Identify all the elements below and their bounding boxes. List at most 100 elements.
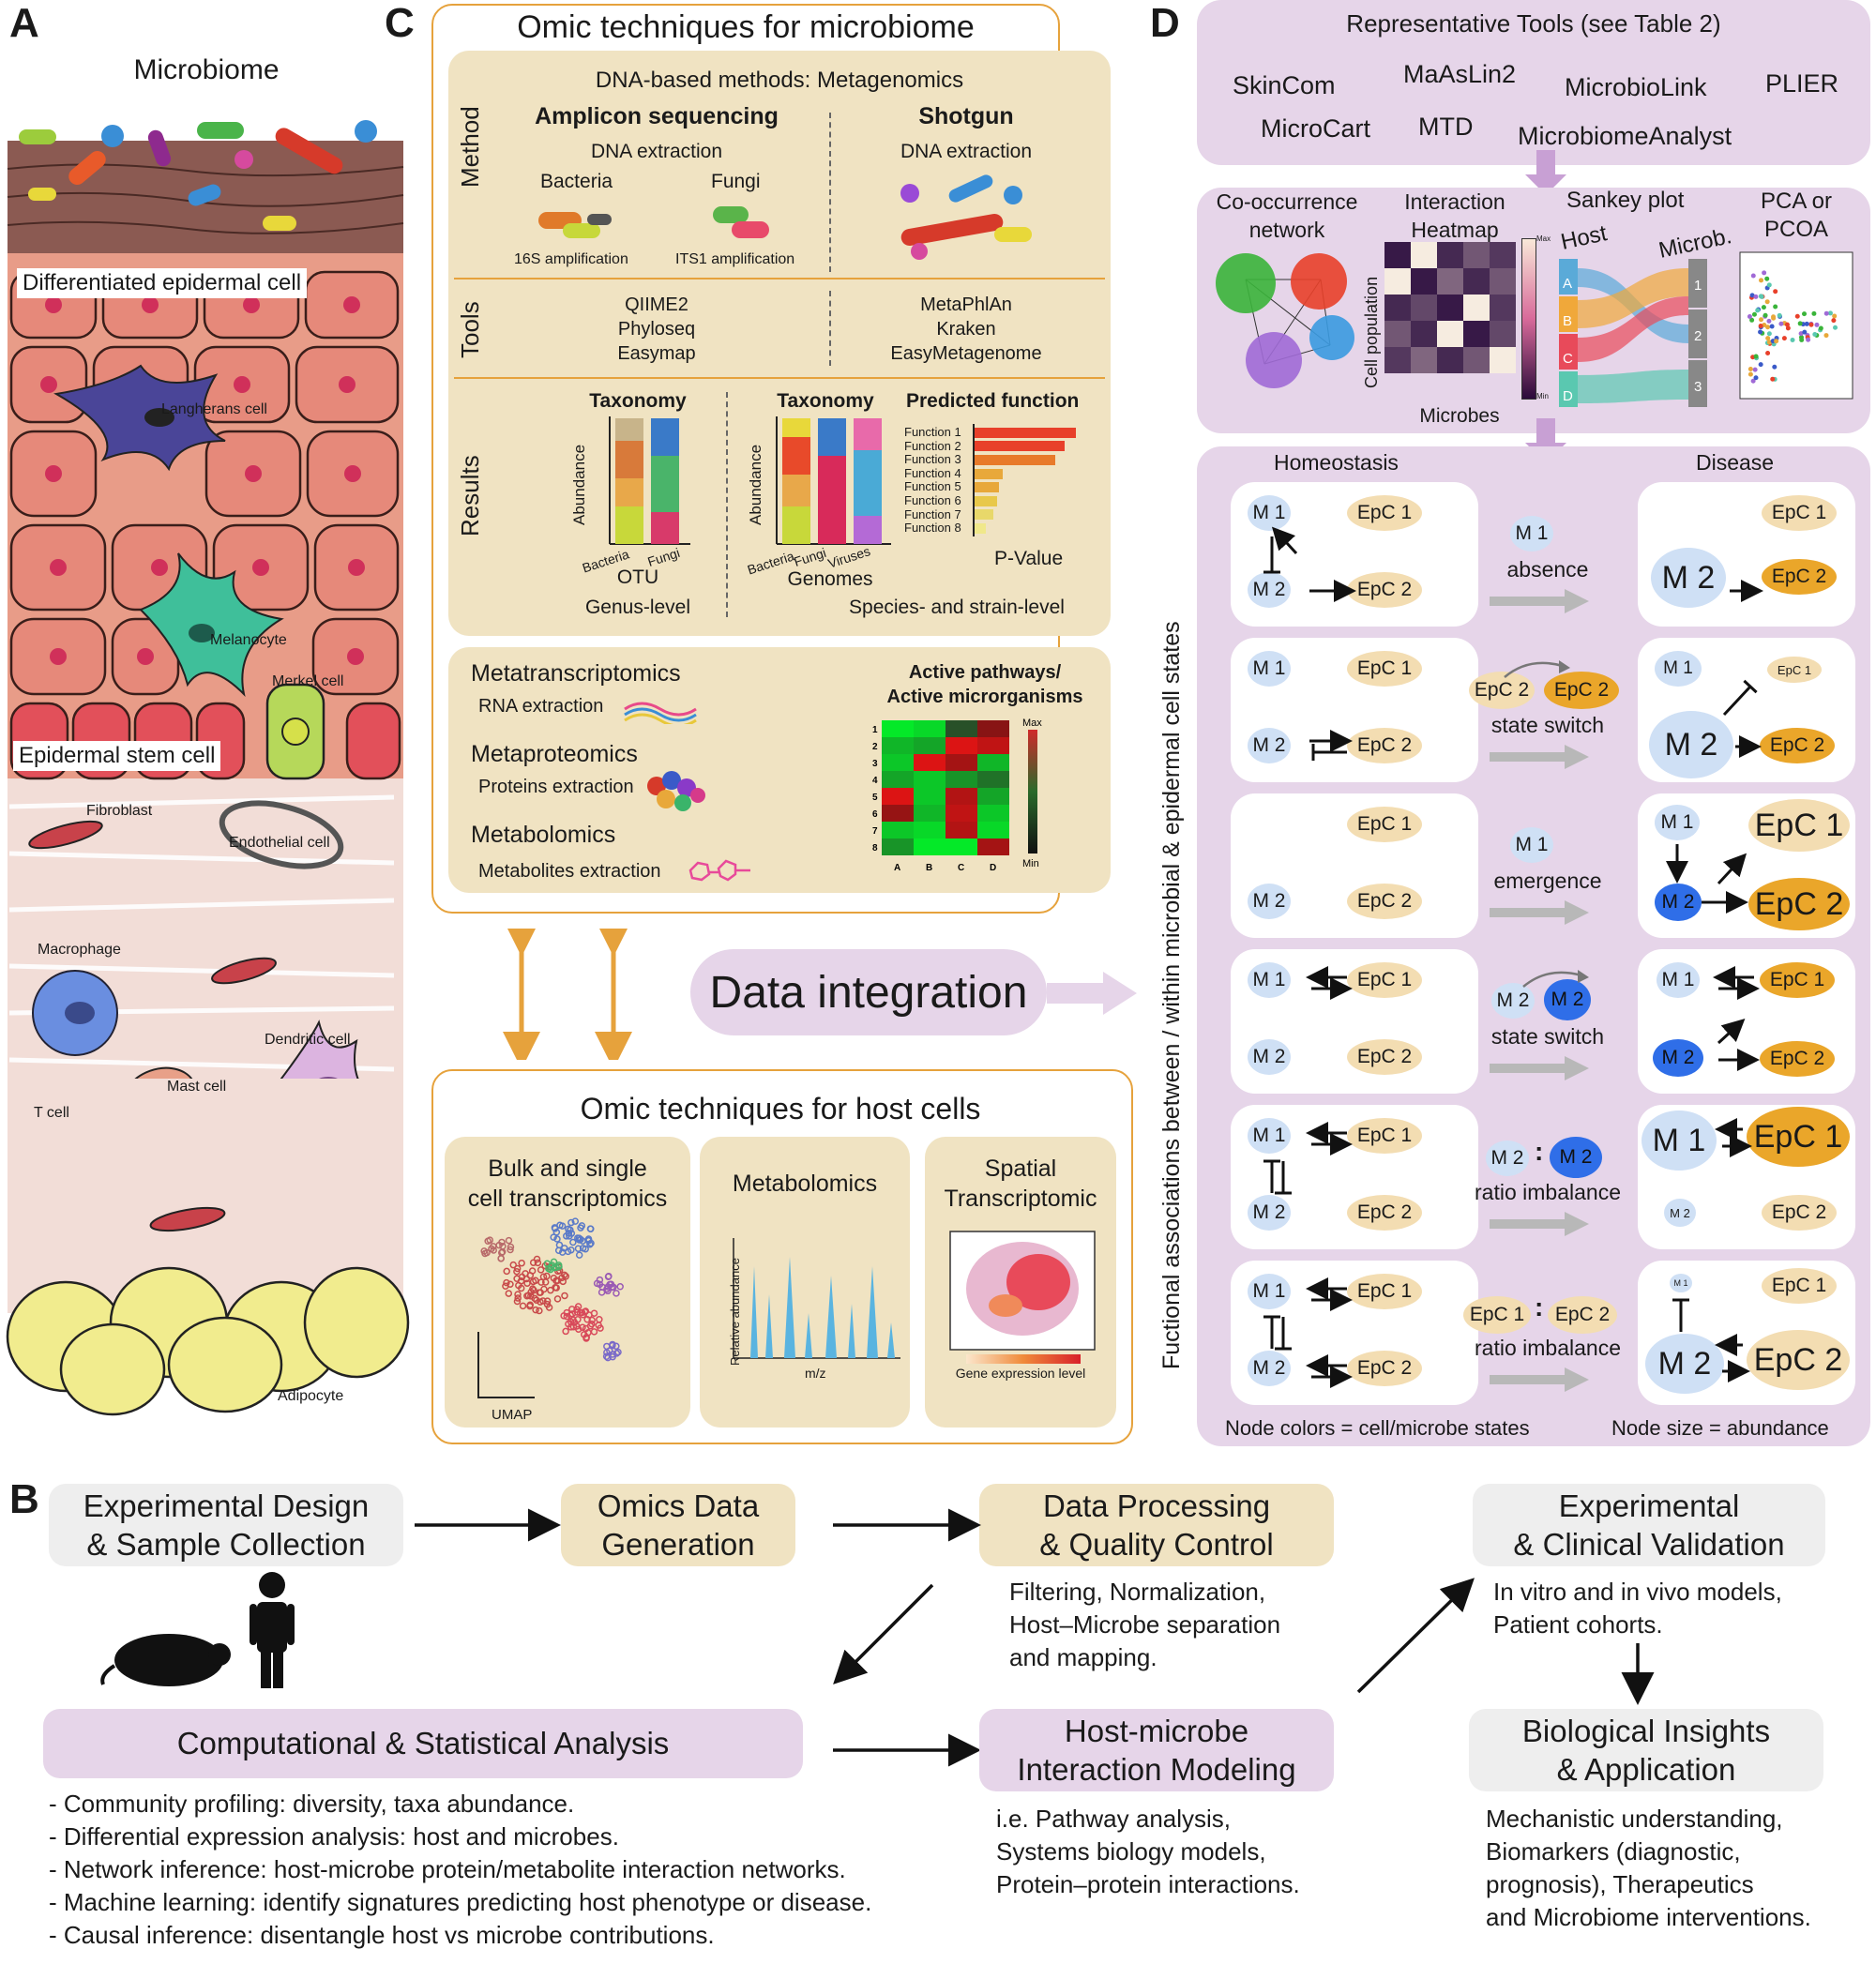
heatmap-col-label: A <box>894 863 900 873</box>
umap-point <box>551 1224 559 1231</box>
step-biological-insights-line2: & Application <box>1556 1752 1736 1787</box>
metabolite-icon <box>688 859 750 882</box>
heatmap-cell <box>882 737 914 754</box>
umap-point <box>583 1316 591 1323</box>
heatmap-cell <box>977 754 1009 771</box>
umap-point <box>586 1241 594 1248</box>
proteins-extraction: Proteins extraction <box>478 777 634 797</box>
rna-icon <box>624 702 697 724</box>
data-integration-pill: Data integration <box>690 949 1047 1035</box>
umap-point <box>582 1324 590 1333</box>
umap-point <box>579 1245 587 1252</box>
representative-tools-box <box>1197 0 1870 165</box>
heatmap-row-label: 2 <box>872 742 878 752</box>
pca-point <box>1759 294 1764 299</box>
pca-point <box>1763 312 1768 318</box>
umap-point <box>565 1320 572 1328</box>
pca-point <box>1778 321 1784 326</box>
heatmap-cell <box>977 737 1009 754</box>
function-labels: Function 1 Function 2 Function 3 Functio… <box>904 425 961 536</box>
shotgun-taxonomy-bars <box>776 416 891 545</box>
pca-point <box>1806 337 1811 342</box>
functional-associations-box <box>1197 446 1870 1446</box>
row-label-results: Results <box>456 455 484 536</box>
umap-point <box>543 1297 552 1305</box>
umap-point <box>519 1302 527 1310</box>
umap-point <box>514 1294 522 1302</box>
dna-methods-title: DNA-based methods: Metagenomics <box>595 68 964 93</box>
umap-point <box>543 1300 552 1308</box>
hypodermis-illustration <box>6 1079 410 1416</box>
label-melanocyte: Melanocyte <box>210 632 287 648</box>
umap-point <box>498 1248 507 1256</box>
pca-line1: PCA or <box>1760 189 1833 214</box>
label-dendritic: Dendritic cell <box>265 1032 351 1048</box>
computational-analysis-desc: - Community profiling: diversity, taxa a… <box>49 1788 871 1952</box>
interaction-heatmap-cell <box>1463 242 1490 268</box>
tool-microcart: MicroCart <box>1261 114 1371 143</box>
pca-point <box>1765 336 1771 341</box>
umap-point <box>597 1324 604 1332</box>
interaction-heatmap-cell <box>1384 242 1411 268</box>
pca-point <box>1781 336 1787 341</box>
umap-point <box>596 1316 603 1323</box>
label-differentiated-cell: Differentiated epidermal cell <box>17 268 308 298</box>
pca-point <box>1833 325 1838 330</box>
umap-point <box>527 1292 535 1300</box>
node-size-legend: Node size = abundance <box>1611 1416 1829 1440</box>
validation-desc: In vitro and in vivo models, Patient coh… <box>1493 1576 1782 1641</box>
microbiome-omics-title: Omic techniques for microbiome <box>517 9 975 45</box>
pca-point <box>1759 278 1764 283</box>
umap-point <box>532 1306 539 1314</box>
heatmap-cell <box>882 720 914 737</box>
pca-point <box>1750 378 1756 384</box>
pca-point <box>1769 324 1775 329</box>
heatmap-cell <box>914 822 946 838</box>
pca-point <box>1753 375 1759 381</box>
cooccurrence-network <box>1216 253 1354 388</box>
biological-insights-desc-1: Mechanistic understanding, <box>1486 1805 1783 1833</box>
validation-desc-1: In vitro and in vivo models, <box>1493 1578 1782 1606</box>
heatmap-cell <box>977 771 1009 788</box>
heatmap-row-label: 3 <box>872 759 878 769</box>
gene-expression-colorbar <box>966 1354 1081 1364</box>
relative-abundance-label: Relative abundance <box>728 1258 742 1366</box>
label-tcell: T cell <box>34 1105 69 1121</box>
interaction-modeling-desc-2: Systems biology models, <box>996 1837 1266 1866</box>
pca-point <box>1749 293 1755 298</box>
heatmap-row-label: 4 <box>872 776 878 786</box>
interaction-heatmap-cell <box>1490 347 1516 373</box>
step-interaction-modeling-line1: Host-microbe <box>1064 1713 1249 1748</box>
pca-point <box>1772 364 1778 370</box>
umap-plot <box>477 1217 624 1398</box>
heatmap-cell <box>882 788 914 805</box>
pca-point <box>1812 332 1818 338</box>
umap-point <box>522 1275 531 1283</box>
umap-point <box>523 1279 531 1287</box>
function-4-label: Function 4 <box>904 465 961 480</box>
heatmap-row-label: 1 <box>872 725 878 735</box>
umap-point <box>540 1285 548 1293</box>
umap-point <box>513 1264 522 1273</box>
umap-label: UMAP <box>492 1407 533 1423</box>
umap-point <box>533 1296 540 1304</box>
surface-microbes <box>19 120 377 231</box>
amplicon-level: Genus-level <box>584 597 691 618</box>
umap-point <box>569 1238 577 1246</box>
sankey-left-a: A <box>1563 276 1573 292</box>
pca-point <box>1814 322 1820 327</box>
umap-point <box>537 1266 545 1274</box>
interaction-heatmap-cell <box>1463 347 1490 373</box>
umap-point <box>536 1307 543 1315</box>
functional-associations-side-label: Fuctional associations between / within … <box>1158 621 1185 1369</box>
pca-point <box>1794 313 1800 319</box>
spatial-tissue-image <box>949 1231 1096 1351</box>
cooccurrence-line1: Co-occurrence <box>1216 189 1358 214</box>
umap-point <box>588 1320 596 1328</box>
pca-point <box>1777 312 1782 318</box>
umap-point <box>561 1292 568 1300</box>
interaction-heatmap-cell <box>1411 321 1437 347</box>
umap-point <box>484 1237 492 1246</box>
pca-point <box>1758 329 1763 335</box>
heatmap-colorbar <box>1521 238 1536 400</box>
